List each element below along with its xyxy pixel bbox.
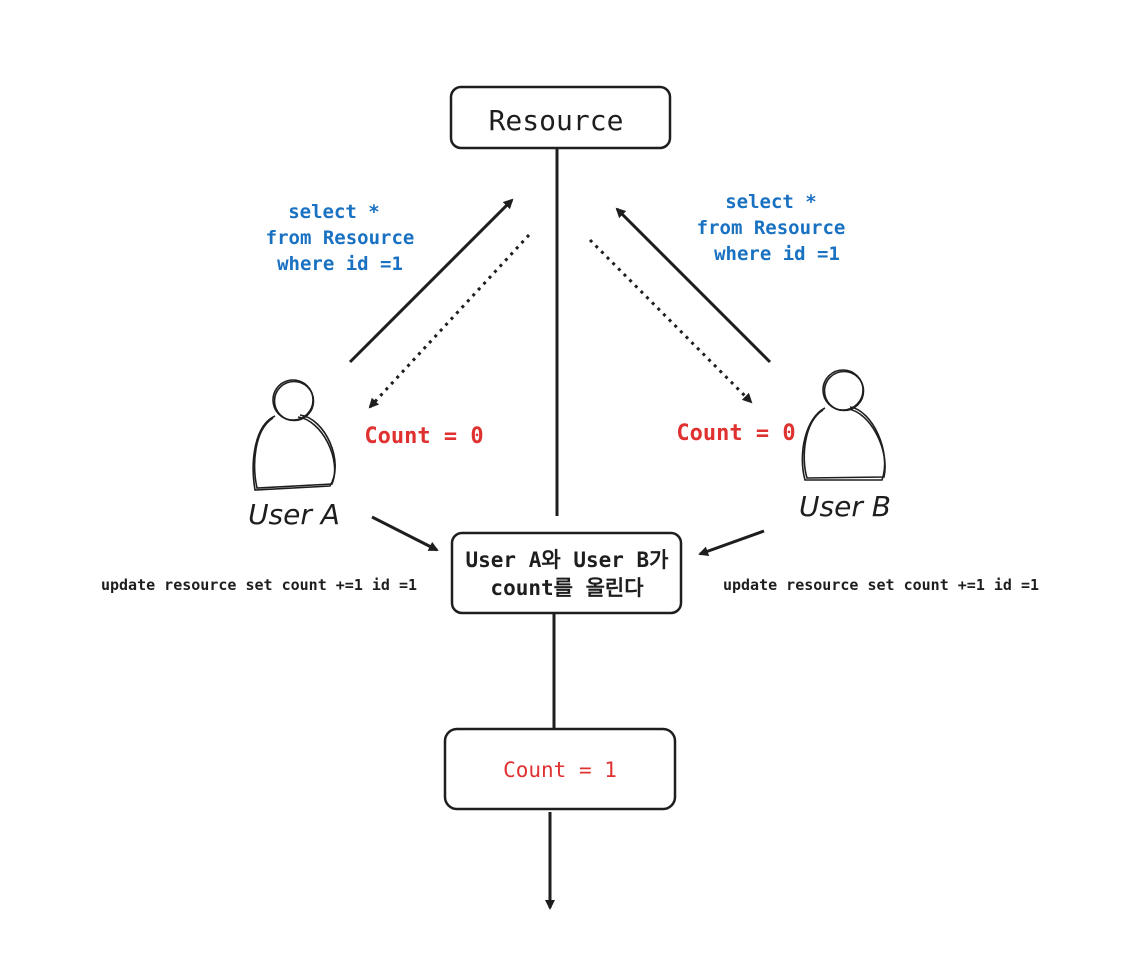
user-b-query-arrow: [615, 207, 772, 364]
resource-node: Resource: [449, 85, 672, 150]
user-b-update-arrow: [698, 529, 765, 556]
query-line: from Resource: [266, 227, 415, 249]
user-a-avatar-icon: [252, 379, 336, 491]
update-node-line1: User A와 User B가: [466, 548, 670, 572]
user-b-update-statement: update resource set count +=1 id =1: [723, 576, 1039, 594]
update-node: User A와 User B가 count를 올린다: [450, 531, 683, 615]
query-line: where id =1: [277, 253, 403, 275]
user-a-query: select * from Resource where id =1: [266, 201, 415, 275]
query-line: select *: [288, 201, 380, 223]
result-node: Count = 1: [443, 727, 677, 811]
result-count: Count = 1: [503, 758, 617, 782]
resource-label: Resource: [489, 104, 624, 137]
user-b-label: User B: [799, 490, 891, 523]
user-a-label: User A: [248, 498, 340, 531]
user-b-response-arrow: [588, 238, 753, 404]
user-b-avatar-icon: [801, 369, 886, 481]
update-node-line2: count를 올린다: [490, 576, 644, 600]
user-a-update-statement: update resource set count +=1 id =1: [101, 576, 417, 594]
query-line: select *: [725, 191, 817, 213]
user-a-update-arrow: [371, 515, 439, 552]
query-line: where id =1: [714, 243, 840, 265]
user-b-query: select * from Resource where id =1: [697, 191, 846, 265]
user-b-count: Count = 0: [676, 421, 795, 446]
user-a-query-arrow: [348, 198, 514, 364]
user-a-count: Count = 0: [364, 424, 483, 449]
query-line: from Resource: [697, 217, 846, 239]
